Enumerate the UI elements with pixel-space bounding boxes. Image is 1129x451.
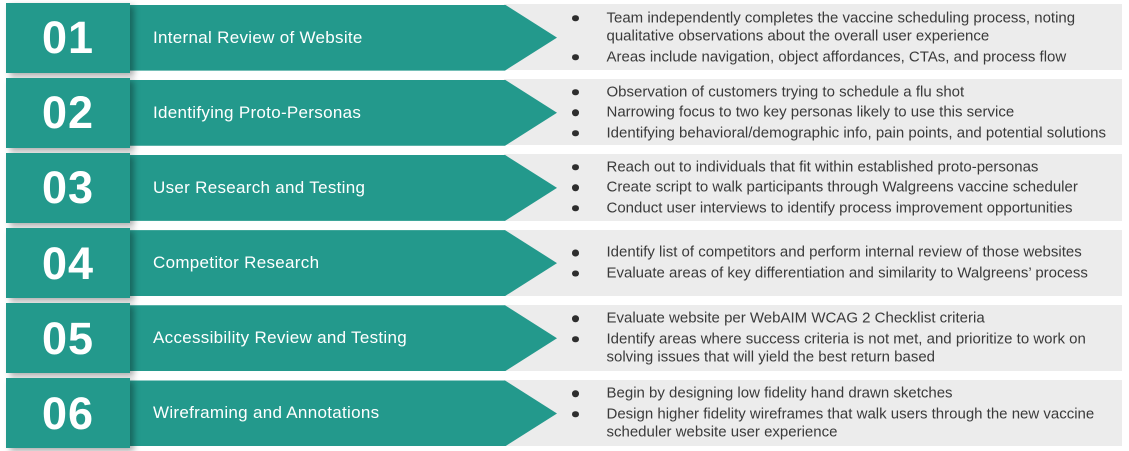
bullet-text: Narrowing focus to two key personas like… bbox=[606, 103, 1015, 121]
step-bullets: Observation of customers trying to sched… bbox=[572, 81, 1115, 145]
process-step-row: 02 Identifying Proto-Personas Observatio… bbox=[0, 75, 1129, 150]
bullet-item: Narrowing focus to two key personas like… bbox=[572, 104, 1115, 123]
step-number-box: 04 bbox=[6, 228, 130, 299]
bullet-item: Areas include navigation, object afforda… bbox=[572, 48, 1115, 67]
bullet-dot-icon bbox=[572, 14, 579, 22]
bullet-dot-icon bbox=[572, 184, 579, 192]
step-bullets: Begin by designing low fidelity hand dra… bbox=[572, 383, 1115, 445]
step-title: Internal Review of Website bbox=[153, 27, 363, 47]
bullet-item: Identify list of competitors and perform… bbox=[572, 244, 1115, 263]
bullet-item: Identifying behavioral/demographic info,… bbox=[572, 124, 1115, 143]
bullet-dot-icon bbox=[572, 109, 579, 116]
step-number-box: 02 bbox=[6, 77, 130, 148]
bullet-item: Evaluate website per WebAIM WCAG 2 Check… bbox=[572, 310, 1115, 329]
bullet-item: Begin by designing low fidelity hand dra… bbox=[572, 385, 1115, 404]
bullet-item: Evaluate areas of key differentiation an… bbox=[572, 264, 1115, 283]
step-detail-panel bbox=[504, 154, 1122, 221]
step-number: 05 bbox=[41, 312, 95, 364]
step-title: User Research and Testing bbox=[153, 177, 366, 197]
bullet-dot-icon bbox=[572, 315, 579, 323]
bullet-item: Conduct user interviews to identify proc… bbox=[572, 199, 1115, 218]
bullet-item: Team independently completes the vaccine… bbox=[572, 9, 1115, 46]
process-step-row: 01 Internal Review of Website Team indep… bbox=[0, 0, 1129, 75]
bullet-text: Begin by designing low fidelity hand dra… bbox=[606, 384, 953, 402]
bullet-text: Team independently completes the vaccine… bbox=[606, 8, 1076, 45]
bullet-item: Reach out to individuals that fit within… bbox=[572, 158, 1115, 177]
step-number-box: 05 bbox=[6, 303, 130, 374]
step-bullets: Reach out to individuals that fit within… bbox=[572, 156, 1115, 220]
bullet-dot-icon bbox=[572, 270, 579, 277]
step-title: Identifying Proto-Personas bbox=[153, 102, 362, 122]
step-detail-panel bbox=[504, 79, 1122, 146]
process-step-row: 06 Wireframing and Annotations Begin by … bbox=[0, 376, 1129, 451]
step-bullets: Evaluate website per WebAIM WCAG 2 Check… bbox=[572, 308, 1115, 370]
step-number: 04 bbox=[41, 237, 95, 289]
step-number-box: 06 bbox=[6, 378, 130, 449]
step-bullets: Team independently completes the vaccine… bbox=[572, 7, 1115, 69]
bullet-dot-icon bbox=[572, 130, 579, 137]
step-number-box: 01 bbox=[6, 2, 130, 73]
bullet-item: Design higher fidelity wireframes that w… bbox=[572, 405, 1115, 442]
step-detail-panel bbox=[504, 304, 1122, 371]
bullet-text: Conduct user interviews to identify proc… bbox=[606, 199, 1073, 217]
bullet-dot-icon bbox=[572, 336, 579, 343]
step-bullets: Identify list of competitors and perform… bbox=[572, 242, 1115, 285]
bullet-text: Identify list of competitors and perform… bbox=[606, 243, 1082, 261]
bullet-dot-icon bbox=[572, 411, 579, 418]
bullet-dot-icon bbox=[572, 89, 579, 96]
process-step-row: 04 Competitor Research Identify list of … bbox=[0, 226, 1129, 301]
step-title: Competitor Research bbox=[153, 253, 320, 273]
bullet-text: Design higher fidelity wireframes that w… bbox=[606, 405, 1095, 441]
bullet-dot-icon bbox=[572, 53, 579, 61]
step-number: 02 bbox=[41, 87, 95, 139]
step-number: 06 bbox=[41, 387, 95, 439]
step-number-box: 03 bbox=[6, 152, 130, 223]
bullet-item: Identify areas where success criteria is… bbox=[572, 330, 1115, 367]
bullet-text: Identifying behavioral/demographic info,… bbox=[606, 124, 1107, 141]
bullet-text: Create script to walk participants throu… bbox=[606, 178, 1078, 196]
step-title: Wireframing and Annotations bbox=[153, 403, 380, 423]
bullet-dot-icon bbox=[572, 205, 579, 212]
step-detail-panel bbox=[504, 229, 1122, 296]
bullet-text: Identify areas where success criteria is… bbox=[606, 330, 1086, 366]
bullet-dot-icon bbox=[572, 249, 579, 257]
bullet-text: Observation of customers trying to sched… bbox=[606, 83, 965, 100]
bullet-dot-icon bbox=[572, 164, 579, 171]
bullet-text: Areas include navigation, object afforda… bbox=[606, 47, 1067, 65]
process-step-row: 03 User Research and Testing Reach out t… bbox=[0, 150, 1129, 225]
step-title: Accessibility Review and Testing bbox=[153, 328, 408, 348]
bullet-dot-icon bbox=[572, 390, 579, 398]
bullet-item: Observation of customers trying to sched… bbox=[572, 83, 1115, 102]
process-step-row: 05 Accessibility Review and Testing Eval… bbox=[0, 301, 1129, 376]
bullet-text: Evaluate areas of key differentiation an… bbox=[606, 264, 1088, 282]
bullet-item: Create script to walk participants throu… bbox=[572, 179, 1115, 198]
step-number: 03 bbox=[41, 162, 95, 214]
step-detail-panel bbox=[504, 4, 1122, 71]
step-detail-panel bbox=[504, 379, 1122, 447]
bullet-text: Evaluate website per WebAIM WCAG 2 Check… bbox=[606, 309, 985, 327]
bullet-text: Reach out to individuals that fit within… bbox=[606, 158, 1039, 176]
step-number: 01 bbox=[41, 12, 95, 64]
